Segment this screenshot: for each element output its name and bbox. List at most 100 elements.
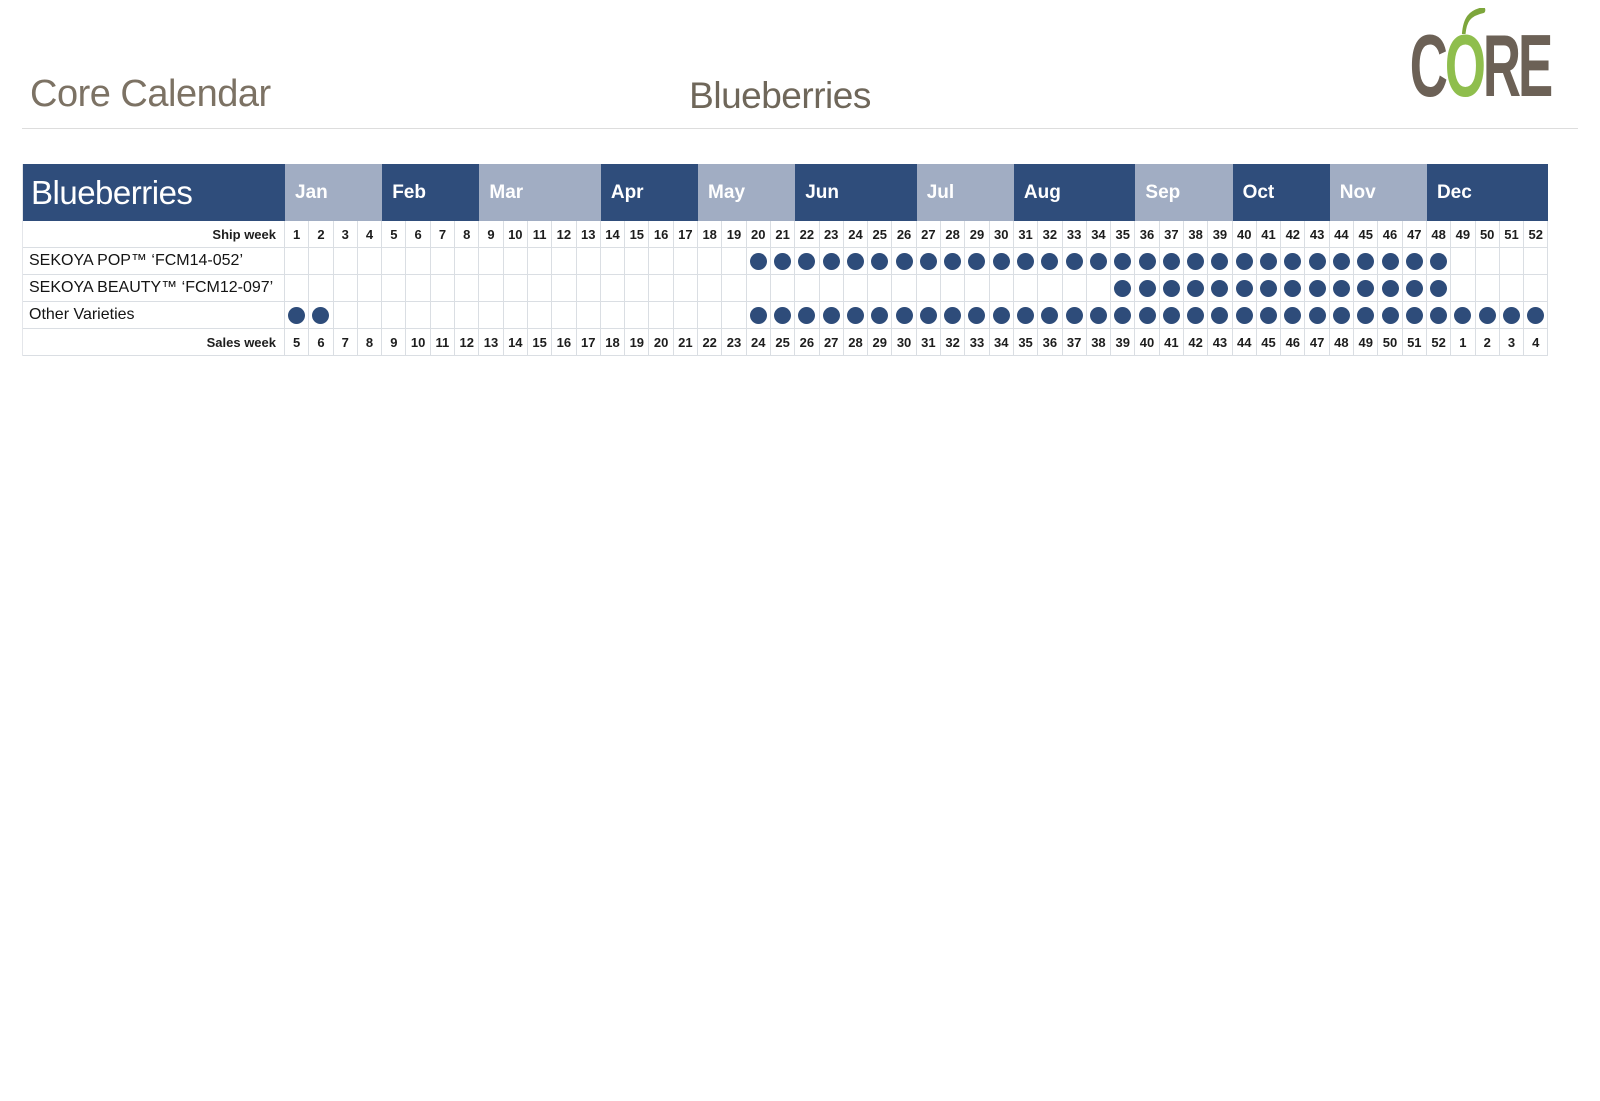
- availability-cell: [1305, 275, 1330, 302]
- app-title: Core Calendar: [30, 73, 271, 115]
- availability-dot: [749, 252, 767, 270]
- ship-week-38: 38: [1183, 221, 1209, 248]
- availability-cell: [1183, 248, 1209, 275]
- ship-week-27: 27: [916, 221, 942, 248]
- availability-dot: [288, 306, 306, 324]
- availability-cell: [916, 302, 942, 329]
- availability-dot: [1089, 306, 1107, 324]
- availability-cell: [406, 302, 431, 329]
- availability-dot: [1260, 279, 1278, 297]
- availability-cell: [941, 248, 966, 275]
- availability-cell: [698, 248, 723, 275]
- availability-cell: [1232, 302, 1257, 329]
- availability-dot: [846, 252, 864, 270]
- availability-cell: [965, 275, 990, 302]
- sales-week-27: 27: [819, 329, 844, 356]
- month-header-sep: Sep: [1135, 164, 1233, 221]
- sales-week-41: 41: [1159, 329, 1184, 356]
- availability-cell: [625, 275, 650, 302]
- availability-dot: [1308, 306, 1326, 324]
- availability-cell: [1281, 275, 1306, 302]
- availability-cell: [1402, 248, 1427, 275]
- availability-dot: [895, 306, 913, 324]
- availability-dot: [1332, 279, 1350, 297]
- availability-dot: [1284, 306, 1302, 324]
- availability-cell: [503, 302, 528, 329]
- month-header-aug: Aug: [1013, 164, 1136, 221]
- sales-week-20: 20: [649, 329, 674, 356]
- ship-week-2: 2: [309, 221, 334, 248]
- availability-cell: [1524, 302, 1549, 329]
- ship-week-14: 14: [600, 221, 626, 248]
- availability-dot: [1162, 252, 1180, 270]
- availability-cell: [1426, 248, 1452, 275]
- availability-cell: [965, 302, 990, 329]
- availability-cell: [649, 302, 674, 329]
- availability-cell: [965, 248, 990, 275]
- availability-cell: [1426, 302, 1452, 329]
- availability-cell: [795, 248, 820, 275]
- logo-letter-r: R: [1482, 16, 1521, 115]
- page-title: Blueberries: [689, 75, 871, 116]
- availability-dot: [846, 306, 864, 324]
- availability-cell: [576, 248, 601, 275]
- availability-cell: [333, 302, 358, 329]
- availability-dot: [1138, 306, 1156, 324]
- ship-week-28: 28: [941, 221, 966, 248]
- availability-cell: [552, 302, 577, 329]
- availability-dot: [1211, 279, 1229, 297]
- availability-dot: [1138, 279, 1156, 297]
- availability-dot: [1041, 306, 1059, 324]
- availability-dot: [1405, 306, 1423, 324]
- availability-cell: [1499, 275, 1525, 302]
- availability-dot: [992, 306, 1010, 324]
- sales-week-16: 16: [552, 329, 577, 356]
- availability-dot: [1502, 306, 1520, 324]
- availability-dot: [774, 306, 792, 324]
- availability-dot: [871, 306, 889, 324]
- ship-week-4: 4: [357, 221, 383, 248]
- sales-week-2: 2: [1475, 329, 1500, 356]
- availability-cell: [357, 248, 383, 275]
- availability-cell: [430, 302, 456, 329]
- month-header-nov: Nov: [1329, 164, 1427, 221]
- availability-cell: [1111, 248, 1136, 275]
- ship-week-46: 46: [1378, 221, 1403, 248]
- ship-week-21: 21: [770, 221, 796, 248]
- sales-week-35: 35: [1013, 329, 1039, 356]
- ship-week-44: 44: [1329, 221, 1355, 248]
- availability-cell: [309, 302, 334, 329]
- availability-cell: [527, 302, 553, 329]
- availability-cell: [916, 275, 942, 302]
- availability-cell: [916, 248, 942, 275]
- availability-dot: [1041, 252, 1059, 270]
- availability-cell: [746, 302, 771, 329]
- availability-cell: [843, 248, 869, 275]
- month-header-oct: Oct: [1232, 164, 1330, 221]
- availability-cell: [1402, 302, 1427, 329]
- availability-cell: [989, 248, 1014, 275]
- ship-week-19: 19: [722, 221, 747, 248]
- ship-week-3: 3: [333, 221, 358, 248]
- sales-week-44: 44: [1232, 329, 1257, 356]
- ship-week-49: 49: [1451, 221, 1476, 248]
- availability-cell: [1183, 275, 1209, 302]
- availability-dot: [1332, 306, 1350, 324]
- availability-dot: [1211, 252, 1229, 270]
- availability-dot: [1405, 252, 1423, 270]
- ship-week-16: 16: [649, 221, 674, 248]
- availability-dot: [1260, 252, 1278, 270]
- ship-week-33: 33: [1062, 221, 1087, 248]
- availability-cell: [1256, 302, 1282, 329]
- sales-week-34: 34: [989, 329, 1014, 356]
- ship-week-42: 42: [1281, 221, 1306, 248]
- month-header-jan: Jan: [285, 164, 383, 221]
- availability-dot: [919, 252, 937, 270]
- availability-cell: [600, 275, 626, 302]
- availability-cell: [430, 248, 456, 275]
- sales-week-31: 31: [916, 329, 942, 356]
- availability-cell: [552, 275, 577, 302]
- availability-cell: [1329, 302, 1355, 329]
- availability-cell: [698, 302, 723, 329]
- sales-week-49: 49: [1354, 329, 1379, 356]
